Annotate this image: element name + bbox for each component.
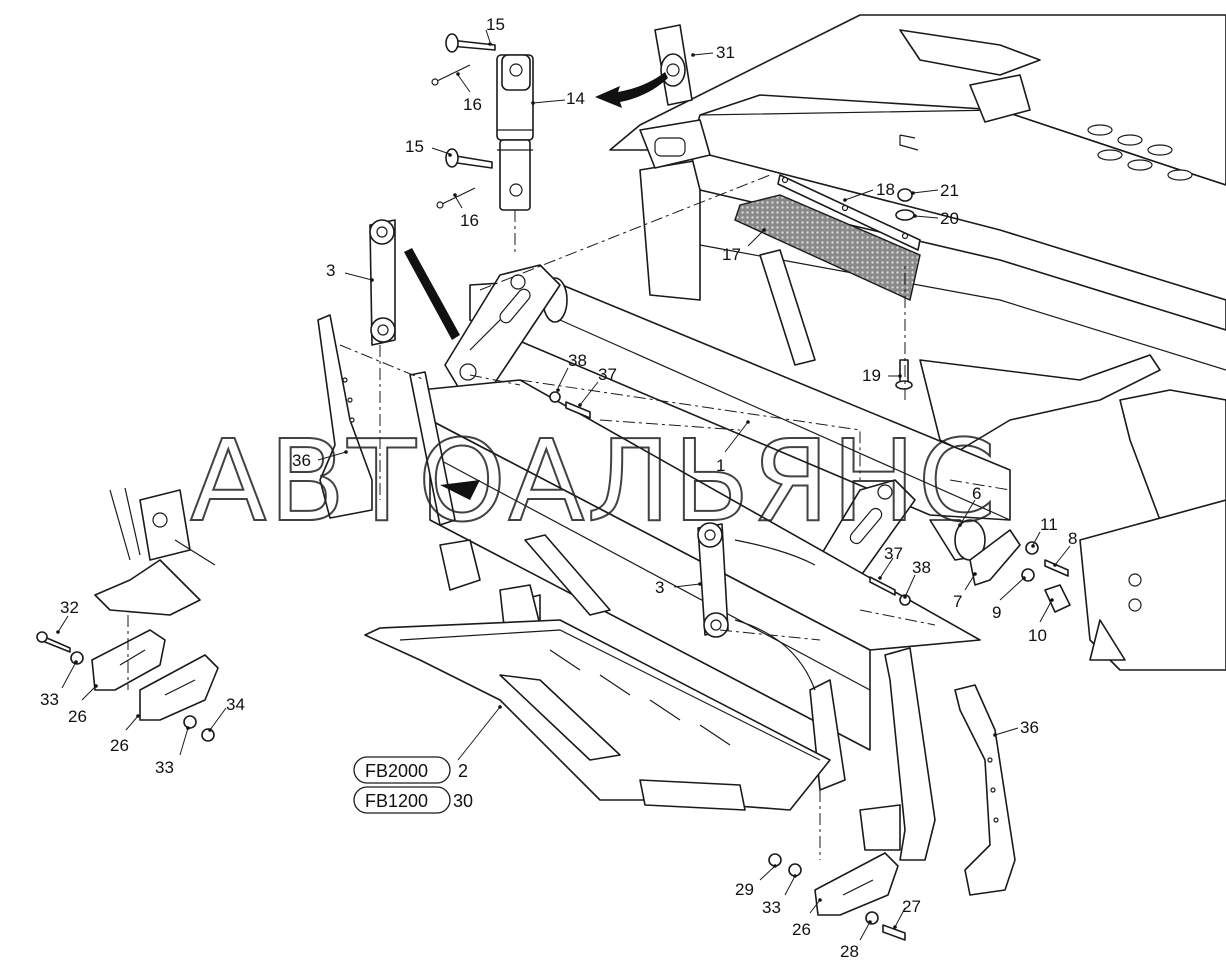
hydraulic-cylinder <box>431 33 534 211</box>
link-lower <box>697 522 729 638</box>
model-code-2: FB1200 <box>365 791 428 811</box>
bracket-31 <box>654 24 693 106</box>
model-ref-1: 2 <box>458 761 468 781</box>
callout-3-top: 3 <box>326 261 335 280</box>
side-bracket-right <box>954 684 1016 896</box>
link-upper <box>369 219 396 346</box>
assembly-lines <box>127 174 1011 860</box>
callout-3-lower: 3 <box>655 578 664 597</box>
hardware-bolts <box>36 188 1071 941</box>
callout-9: 9 <box>992 603 1001 622</box>
callout-33-left: 33 <box>40 690 59 709</box>
knife-bar-frame <box>409 371 981 861</box>
watermark-text: АВТОАЛЬЯНС <box>190 417 998 547</box>
direction-arrows <box>404 72 816 691</box>
mesh-cover-plate <box>734 174 921 301</box>
callout-11: 11 <box>1040 515 1058 534</box>
callout-16: 16 <box>463 95 482 114</box>
callout-38-top: 38 <box>568 351 587 370</box>
callout-1: 1 <box>716 456 725 475</box>
callout-20: 20 <box>940 209 959 228</box>
callout-6: 6 <box>972 484 981 503</box>
callout-19: 19 <box>862 366 881 385</box>
callout-34: 34 <box>226 695 245 714</box>
callout-27: 27 <box>902 897 921 916</box>
callout-15-mid: 15 <box>405 137 424 156</box>
callout-26-left-a: 26 <box>68 707 87 726</box>
callout-33-bottom: 33 <box>762 898 781 917</box>
callout-28: 28 <box>840 942 859 961</box>
skid-shoe-bottom <box>814 852 899 916</box>
callout-7: 7 <box>953 592 962 611</box>
callout-31: 31 <box>716 43 735 62</box>
callout-8: 8 <box>1068 529 1077 548</box>
callout-37-top: 37 <box>598 365 617 384</box>
callout-17: 17 <box>722 245 741 264</box>
callout-10: 10 <box>1028 626 1047 645</box>
callout-16-mid: 16 <box>460 211 479 230</box>
callout-26-bottom: 26 <box>792 920 811 939</box>
callout-38-lower: 38 <box>912 558 931 577</box>
callout-26-left-b: 26 <box>110 736 129 755</box>
callout-33-left-b: 33 <box>155 758 174 777</box>
callouts: 15 16 14 31 15 16 18 21 20 17 <box>40 15 1077 961</box>
callout-36-right: 36 <box>1020 718 1039 737</box>
skid-shoe-left-2 <box>139 654 219 721</box>
callout-14: 14 <box>566 89 585 108</box>
callout-15: 15 <box>486 15 505 34</box>
callout-29: 29 <box>735 880 754 899</box>
model-labels: FB2000 2 FB1200 30 <box>353 756 473 814</box>
left-partial-frame <box>94 487 216 616</box>
callout-32: 32 <box>60 598 79 617</box>
callout-37-lower: 37 <box>884 544 903 563</box>
model-code-1: FB2000 <box>365 761 428 781</box>
callout-36-left: 36 <box>292 451 311 470</box>
skid-shoe-left-1 <box>91 629 166 691</box>
cutter-platform <box>364 619 831 811</box>
support-arm <box>759 249 816 366</box>
callout-21: 21 <box>940 181 959 200</box>
callout-18: 18 <box>876 180 895 199</box>
model-ref-2: 30 <box>453 791 473 811</box>
